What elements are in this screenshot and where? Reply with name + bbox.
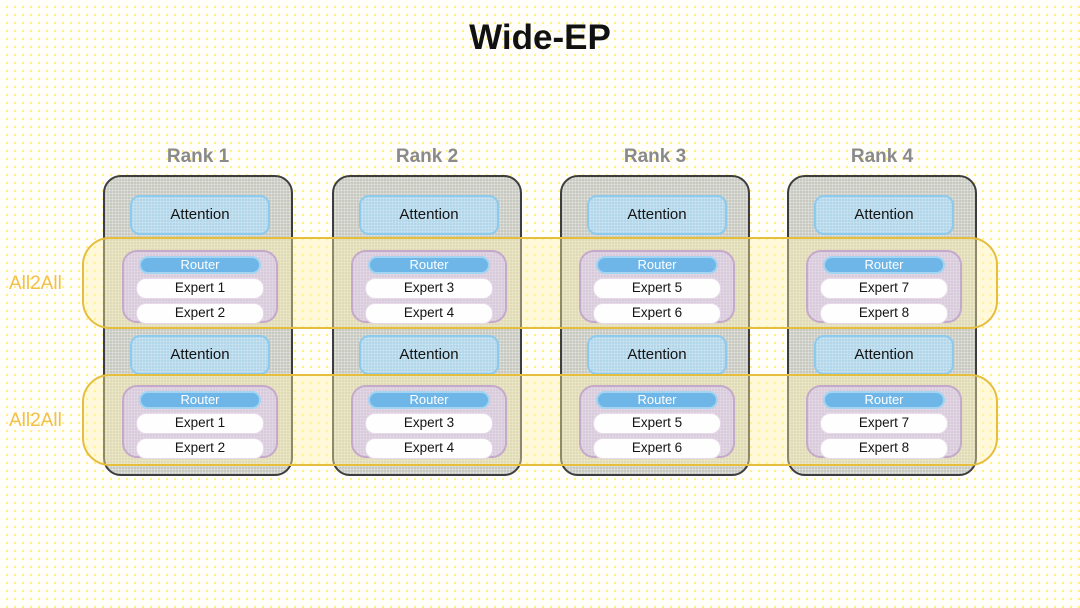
rank-label: Rank 1 xyxy=(166,146,230,167)
router-block: Router xyxy=(368,256,490,274)
attention-block: Attention xyxy=(130,335,270,375)
router-block: Router xyxy=(596,256,718,274)
moe-group: Router Expert 7 Expert 8 xyxy=(806,250,962,324)
expert-block: Expert 4 xyxy=(365,438,493,459)
rank-label: Rank 4 xyxy=(850,146,914,167)
rank-label: Rank 3 xyxy=(623,146,687,167)
expert-block: Expert 3 xyxy=(365,278,493,299)
expert-block: Expert 1 xyxy=(136,413,264,434)
attention-block: Attention xyxy=(814,195,954,235)
router-block: Router xyxy=(139,391,261,409)
attention-block: Attention xyxy=(359,195,499,235)
diagram-title: Wide-EP xyxy=(469,18,611,57)
attention-block: Attention xyxy=(587,335,727,375)
all2all-label-1: All2All xyxy=(9,273,62,294)
rank-label: Rank 2 xyxy=(395,146,459,167)
expert-block: Expert 7 xyxy=(820,413,948,434)
router-block: Router xyxy=(139,256,261,274)
rank-column-2: Rank 2 Attention Router Expert 3 Expert … xyxy=(332,146,522,476)
router-block: Router xyxy=(823,391,945,409)
expert-block: Expert 2 xyxy=(136,303,264,324)
rank-column-3: Rank 3 Attention Router Expert 5 Expert … xyxy=(560,146,750,476)
expert-block: Expert 8 xyxy=(820,303,948,324)
moe-group: Router Expert 7 Expert 8 xyxy=(806,385,962,459)
all2all-label-2: All2All xyxy=(9,410,62,431)
rank-box: Attention Router Expert 3 Expert 4 Atten… xyxy=(332,175,522,476)
expert-block: Expert 5 xyxy=(593,278,721,299)
router-block: Router xyxy=(368,391,490,409)
moe-group: Router Expert 5 Expert 6 xyxy=(579,385,735,459)
attention-block: Attention xyxy=(587,195,727,235)
router-block: Router xyxy=(596,391,718,409)
expert-block: Expert 6 xyxy=(593,303,721,324)
expert-block: Expert 3 xyxy=(365,413,493,434)
router-block: Router xyxy=(823,256,945,274)
rank-column-1: Rank 1 Attention Router Expert 1 Expert … xyxy=(103,146,293,476)
moe-group: Router Expert 3 Expert 4 xyxy=(351,250,507,324)
rank-box: Attention Router Expert 7 Expert 8 Atten… xyxy=(787,175,977,476)
moe-group: Router Expert 5 Expert 6 xyxy=(579,250,735,324)
moe-group: Router Expert 1 Expert 2 xyxy=(122,385,278,459)
moe-group: Router Expert 3 Expert 4 xyxy=(351,385,507,459)
moe-group: Router Expert 1 Expert 2 xyxy=(122,250,278,324)
expert-block: Expert 4 xyxy=(365,303,493,324)
expert-block: Expert 6 xyxy=(593,438,721,459)
expert-block: Expert 2 xyxy=(136,438,264,459)
attention-block: Attention xyxy=(359,335,499,375)
rank-column-4: Rank 4 Attention Router Expert 7 Expert … xyxy=(787,146,977,476)
attention-block: Attention xyxy=(130,195,270,235)
rank-box: Attention Router Expert 1 Expert 2 Atten… xyxy=(103,175,293,476)
expert-block: Expert 8 xyxy=(820,438,948,459)
rank-box: Attention Router Expert 5 Expert 6 Atten… xyxy=(560,175,750,476)
expert-block: Expert 1 xyxy=(136,278,264,299)
expert-block: Expert 7 xyxy=(820,278,948,299)
expert-block: Expert 5 xyxy=(593,413,721,434)
attention-block: Attention xyxy=(814,335,954,375)
